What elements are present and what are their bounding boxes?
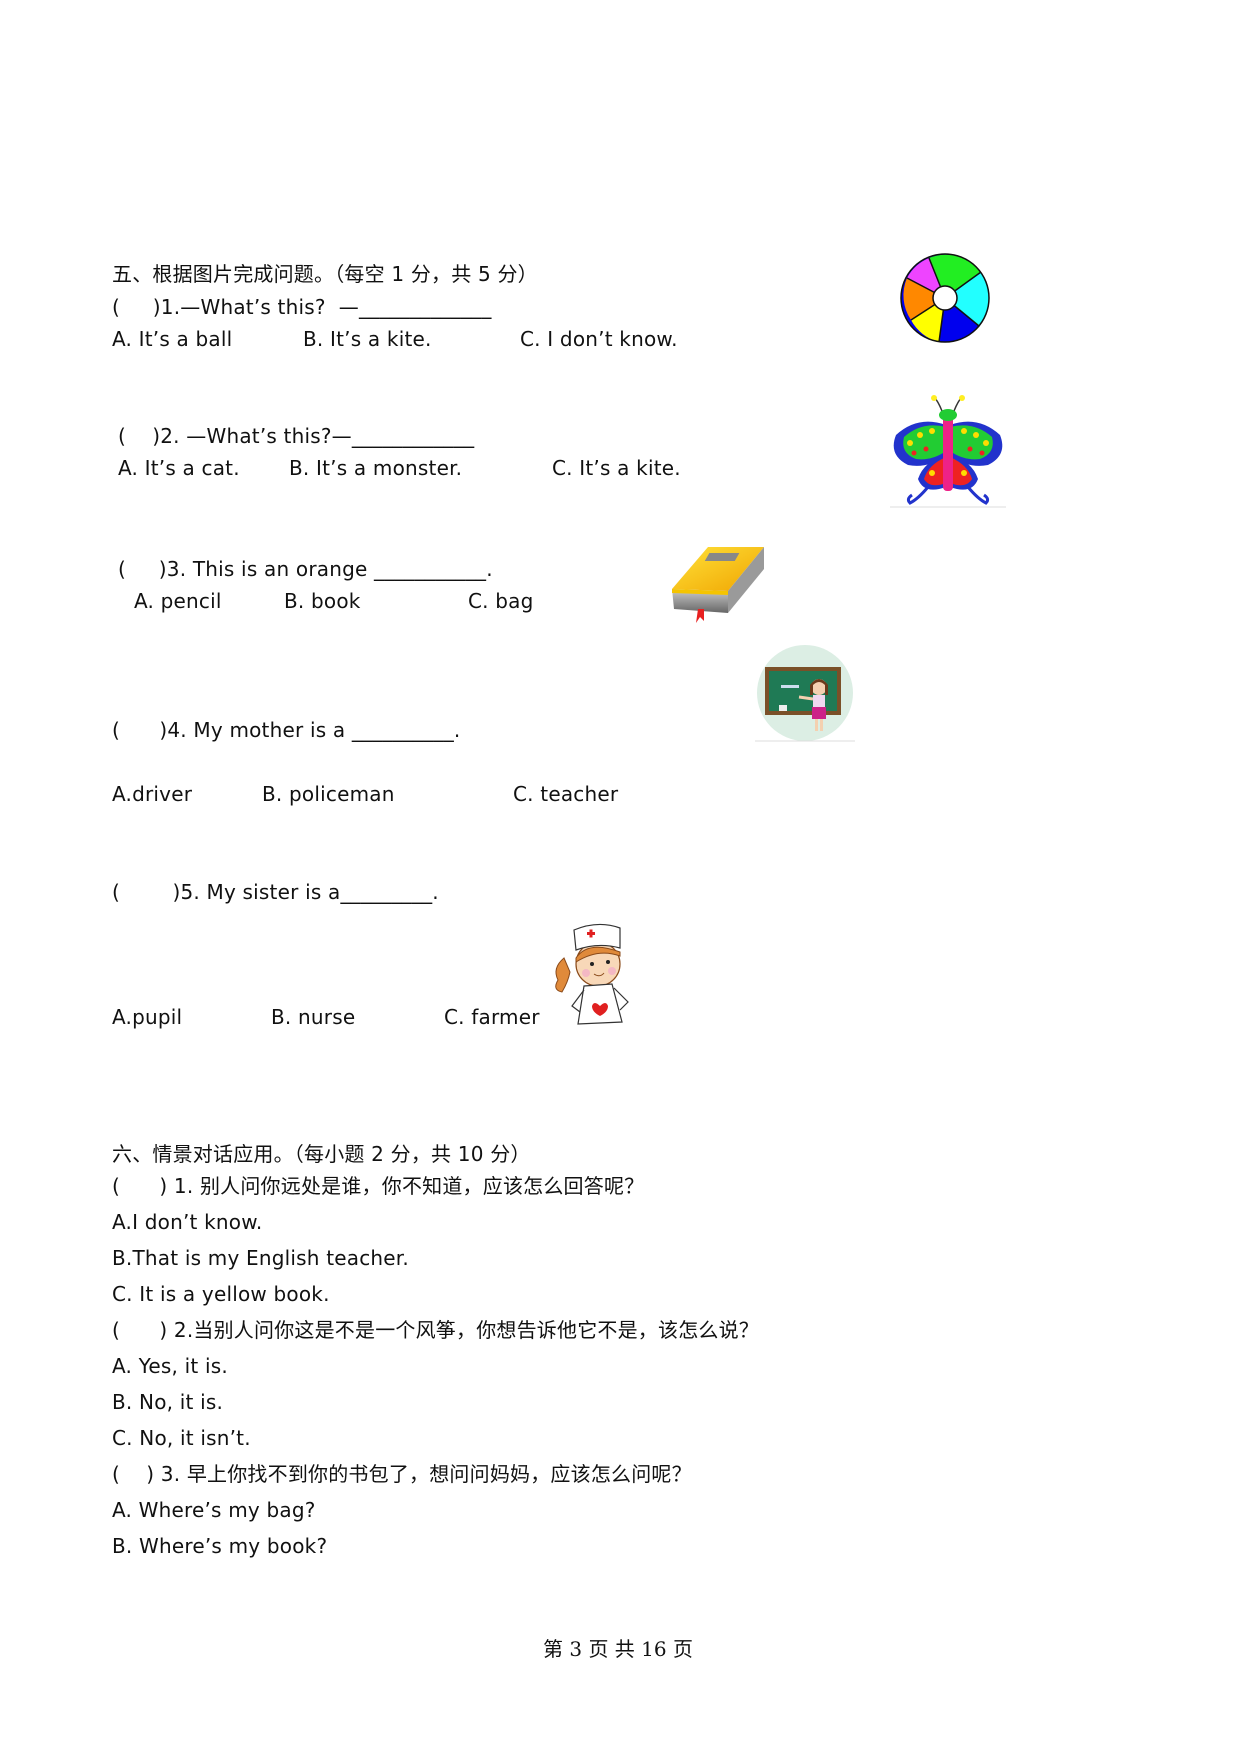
page-number: 第 3 页 共 16 页 [543, 1637, 693, 1661]
question-5-option-c: C. farmer [444, 1005, 540, 1029]
dialogue-question-2-option-c: C. No, it isn’t. [112, 1426, 251, 1450]
beach-ball-image [897, 250, 993, 346]
question-2-option-c: C. It’s a kite. [552, 456, 681, 480]
teacher-at-blackboard-image [755, 645, 855, 745]
question-3-stem: ( )3. This is an orange ___________. [118, 557, 493, 581]
question-1-option-a: A. It’s a ball [112, 327, 233, 351]
section6-heading: 六、情景对话应用。（每小题 2 分，共 10 分） [112, 1142, 531, 1166]
question-1-option-c: C. I don’t know. [520, 327, 678, 351]
dialogue-question-1-option-a: A.I don’t know. [112, 1210, 263, 1234]
dialogue-question-1-option-b: B.That is my English teacher. [112, 1246, 409, 1270]
dialogue-question-2-stem: ( ) 2.当别人问你这是不是一个风筝，你想告诉他它不是，该怎么说？ [112, 1318, 759, 1342]
question-2-stem: ( )2. —What’s this?—____________ [118, 424, 475, 448]
section5-heading: 五、根据图片完成问题。（每空 1 分，共 5 分） [112, 262, 538, 286]
question-2-option-a: A. It’s a cat. [118, 456, 240, 480]
question-2-option-b: B. It’s a monster. [289, 456, 463, 480]
dialogue-question-3-option-b: B. Where’s my book? [112, 1534, 328, 1558]
question-4-stem: ( )4. My mother is a __________. [112, 718, 461, 742]
butterfly-kite-image [888, 395, 1008, 510]
question-4-option-b: B. policeman [262, 782, 395, 806]
yellow-book-image [668, 545, 768, 625]
question-5-stem: ( )5. My sister is a_________. [112, 880, 439, 904]
dialogue-question-3-option-a: A. Where’s my bag? [112, 1498, 316, 1522]
question-5-option-b: B. nurse [271, 1005, 356, 1029]
question-5-option-a: A.pupil [112, 1005, 183, 1029]
dialogue-question-2-option-a: A. Yes, it is. [112, 1354, 228, 1378]
dialogue-question-2-option-b: B. No, it is. [112, 1390, 224, 1414]
question-3-option-a: A. pencil [134, 589, 222, 613]
question-3-option-c: C. bag [468, 589, 534, 613]
question-3-option-b: B. book [284, 589, 361, 613]
dialogue-question-1-option-c: C. It is a yellow book. [112, 1282, 330, 1306]
question-4-option-c: C. teacher [513, 782, 619, 806]
dialogue-question-3-stem: ( ) 3. 早上你找不到你的书包了，想问问妈妈，应该怎么问呢？ [112, 1462, 692, 1486]
dialogue-question-1-stem: ( ) 1. 别人问你远处是谁，你不知道，应该怎么回答呢？ [112, 1174, 645, 1198]
question-1-option-b: B. It’s a kite. [303, 327, 432, 351]
question-4-option-a: A.driver [112, 782, 193, 806]
question-1-stem: ( )1.—What’s this? —_____________ [112, 295, 492, 319]
nurse-girl-image [548, 918, 638, 1028]
